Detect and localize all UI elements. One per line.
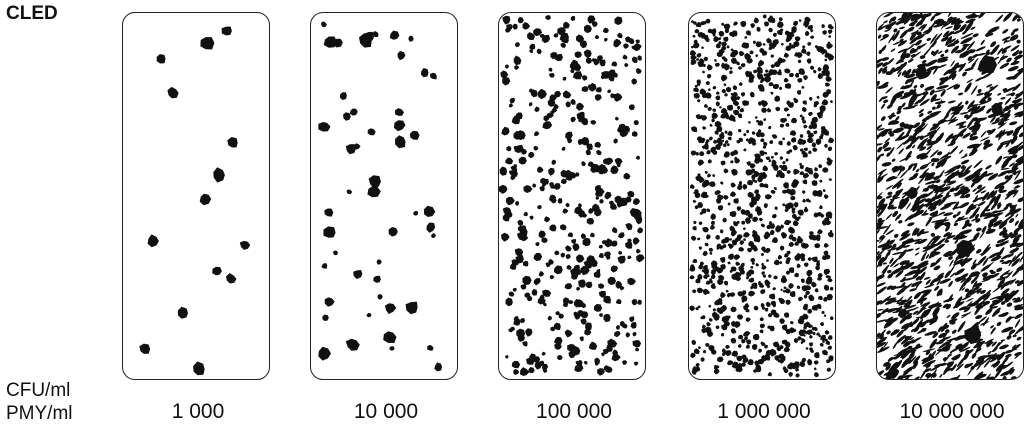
dipslide-panel-2 — [310, 12, 458, 380]
colony-field-2 — [318, 21, 443, 372]
unit-line-cfu: CFU/ml — [6, 380, 71, 401]
dipslide-panel-3 — [498, 12, 646, 380]
unit-line-pmy: PMY/ml — [6, 403, 73, 424]
count-label-1: 1 000 — [171, 400, 225, 423]
colony-field-4 — [689, 14, 835, 378]
colony-field-5 — [877, 13, 1023, 379]
medium-label: CLED — [6, 3, 58, 24]
count-label-2: 10 000 — [353, 400, 419, 423]
count-label-3: 100 000 — [536, 400, 612, 423]
count-label-4: 1 000 000 — [717, 400, 811, 423]
count-label-5: 10 000 000 — [899, 400, 1005, 423]
dipslide-panel-4 — [688, 12, 836, 380]
dipslide-panel-5 — [876, 12, 1024, 380]
unit-labels: CFU/ml PMY/ml — [6, 379, 73, 425]
colony-field-3 — [499, 15, 645, 376]
colony-field-1 — [139, 26, 251, 376]
dipslide-panel-1 — [122, 12, 270, 380]
